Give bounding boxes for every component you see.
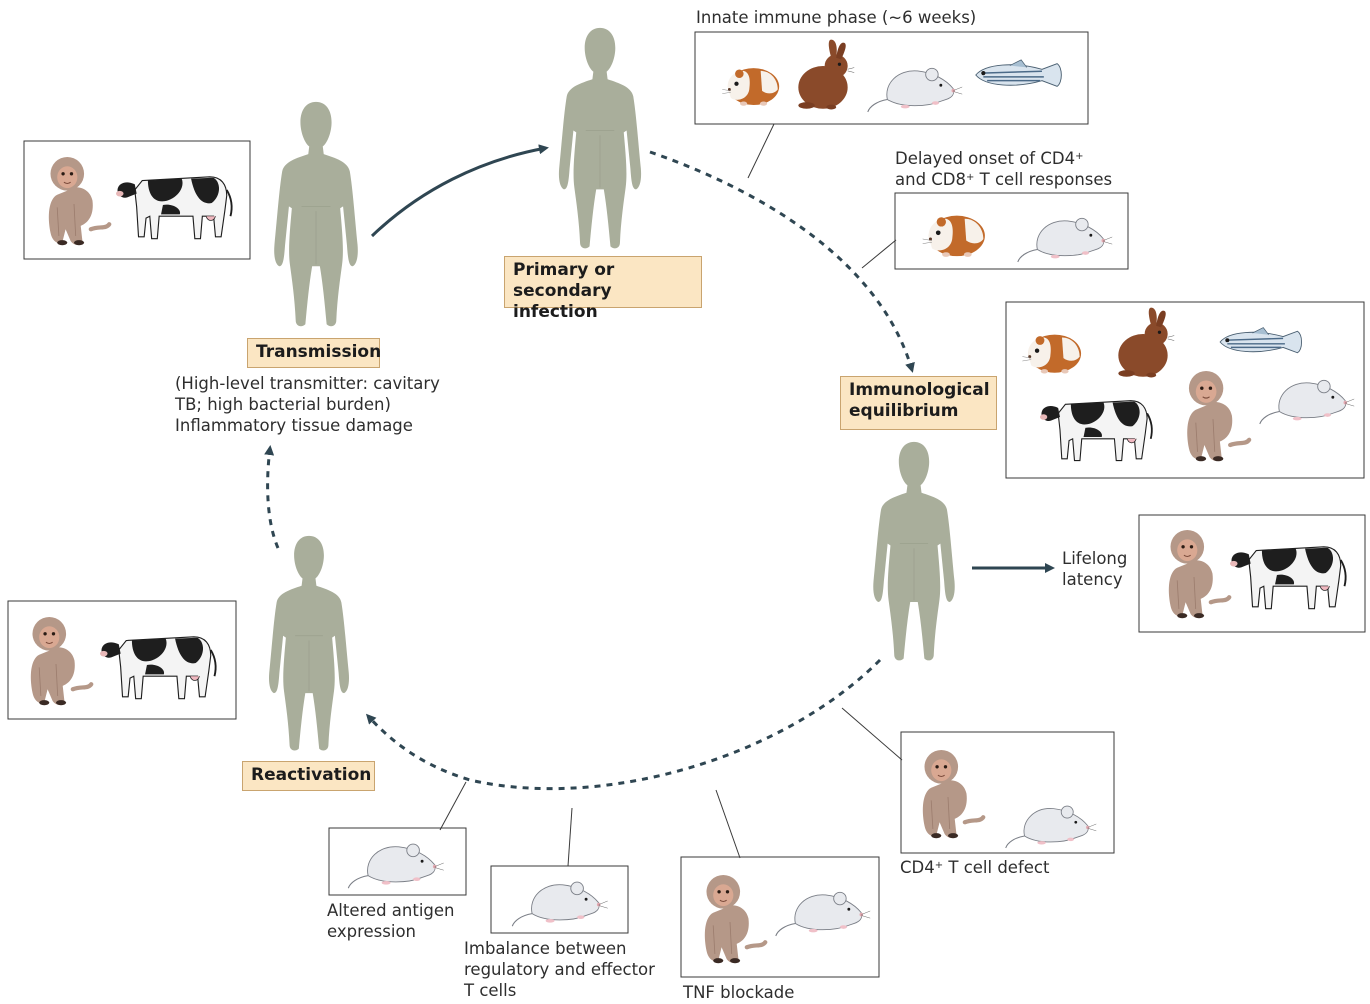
guinea-pig-icon [923, 216, 985, 257]
connector-altered [440, 782, 466, 830]
transmission-detail-3: Inflammatory tissue damage [175, 415, 440, 436]
stage-primary-line1: Primary or [513, 260, 693, 281]
zebrafish-icon [976, 60, 1062, 86]
macaque-icon [1187, 371, 1249, 461]
annotation-imbalance: Imbalance between regulatory and effecto… [464, 938, 655, 1001]
macaque-icon [923, 750, 983, 838]
annotation-altered-antigen: Altered antigen expression [327, 900, 455, 942]
latency-line1: Lifelong [1062, 548, 1127, 569]
guinea-pig-icon [722, 68, 779, 106]
guinea-pig-icon [1022, 335, 1081, 374]
mouse-icon [512, 882, 607, 926]
macaque-icon [31, 617, 91, 705]
delayed-line1: Delayed onset of CD4 [895, 149, 1075, 168]
annotation-innate-phase: Innate immune phase (~6 weeks) [696, 7, 976, 28]
altered-2: expression [327, 921, 455, 942]
imbalance-2: regulatory and effector [464, 959, 655, 980]
latency-line2: latency [1062, 569, 1127, 590]
dashed-arrow-reactivation-to-transmission [268, 448, 278, 548]
stage-equilibrium-line2: equilibrium [849, 401, 988, 422]
imbalance-3: T cells [464, 980, 655, 1001]
stage-equilibrium-line1: Immunological [849, 380, 988, 401]
sup-plus: + [966, 172, 974, 183]
stage-transmission-label: Transmission [256, 342, 381, 362]
connector-delayed [862, 240, 896, 268]
mouse-icon [1018, 218, 1112, 262]
human-equilibrium-icon [873, 442, 954, 661]
annotation-transmission-detail: (High-level transmitter: cavitary TB; hi… [175, 373, 440, 436]
solid-arrow-transmission-to-primary [372, 148, 546, 236]
stage-immunological-equilibrium: Immunological equilibrium [840, 376, 997, 430]
cow-icon [1230, 547, 1346, 609]
cd4-defect-a: CD4 [900, 858, 935, 877]
macaque-icon [1169, 530, 1229, 618]
connector-tnf [716, 790, 740, 858]
connector-cd4-defect [842, 708, 902, 760]
cow-icon [1040, 401, 1152, 461]
imbalance-1: Imbalance between [464, 938, 655, 959]
mouse-icon [868, 68, 962, 112]
mouse-icon [1260, 380, 1354, 424]
human-transmission-icon [274, 102, 358, 326]
human-reactivation-icon [269, 536, 349, 751]
human-primary-icon [559, 28, 641, 248]
cd4-defect-b: T cell defect [943, 858, 1049, 877]
mouse-icon [776, 892, 870, 936]
connector-imbalance [568, 808, 572, 866]
altered-1: Altered antigen [327, 900, 455, 921]
cow-icon [100, 637, 216, 699]
zebrafish-icon [1220, 328, 1301, 353]
sup-plus: + [935, 860, 943, 871]
connector-innate [748, 124, 774, 178]
cow-icon [116, 177, 232, 239]
annotation-delayed-onset: Delayed onset of CD4+ and CD8+ T cell re… [895, 148, 1112, 190]
transmission-detail-1: (High-level transmitter: cavitary [175, 373, 440, 394]
dashed-arrow-equilibrium-to-reactivation [368, 660, 880, 789]
delayed-line2b: T cell responses [974, 170, 1112, 189]
rabbit-icon [798, 40, 854, 110]
macaque-icon [705, 875, 765, 963]
stage-reactivation: Reactivation [242, 761, 375, 791]
mouse-icon [348, 844, 443, 888]
mouse-icon [1006, 806, 1097, 848]
stage-primary-line2: secondary infection [513, 281, 693, 323]
macaque-icon [49, 157, 109, 245]
annotation-lifelong-latency: Lifelong latency [1062, 548, 1127, 590]
rabbit-icon [1118, 308, 1174, 378]
stage-transmission: Transmission [247, 338, 380, 368]
sup-plus: + [1075, 151, 1083, 162]
delayed-line2a: and CD8 [895, 170, 966, 189]
stage-reactivation-label: Reactivation [251, 765, 371, 785]
annotation-tnf-blockade: TNF blockade [683, 982, 794, 1003]
annotation-cd4-defect: CD4+ T cell defect [900, 857, 1049, 878]
stage-primary-infection: Primary or secondary infection [504, 256, 702, 308]
transmission-detail-2: TB; high bacterial burden) [175, 394, 440, 415]
